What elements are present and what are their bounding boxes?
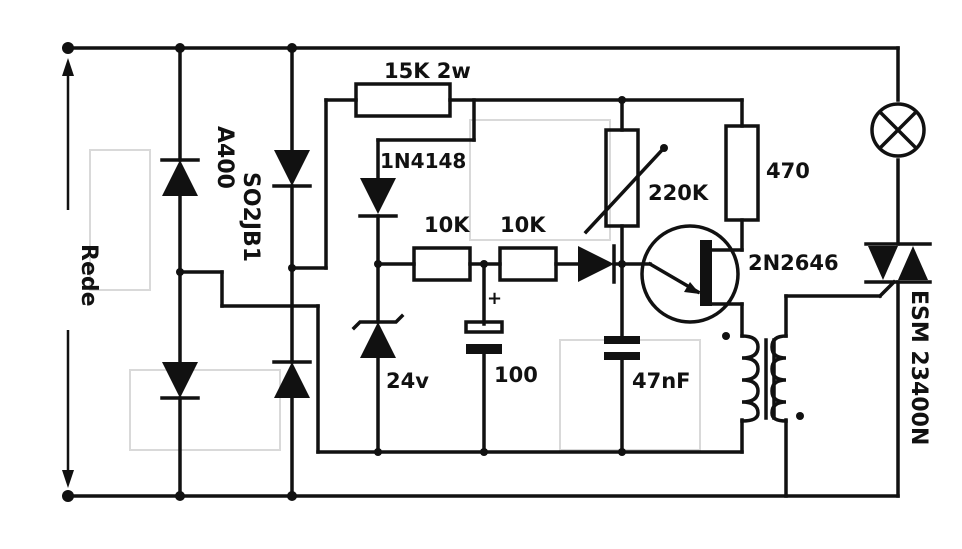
label-100: 100: [494, 363, 538, 387]
label-rede: Rede: [76, 244, 101, 307]
junction-dots: [62, 42, 804, 502]
resistor-10k-a: [412, 246, 472, 282]
resistor-15k: [354, 82, 452, 118]
label-24v: 24v: [386, 369, 429, 393]
capacitor-100: [464, 320, 504, 354]
label-470: 470: [766, 159, 810, 183]
label-10k-a: 10K: [424, 213, 470, 237]
label-15k-2w: 15K 2w: [384, 59, 471, 83]
triac: [864, 242, 932, 284]
resistor-10k-b: [498, 246, 558, 282]
diode-series: [578, 244, 616, 284]
diode-1n4148: [358, 178, 398, 218]
ujt-2n2646: [640, 224, 740, 324]
label-so2jb1: SO2JB1: [238, 172, 263, 262]
label-2n2646: 2N2646: [748, 251, 839, 275]
resistor-470: [724, 124, 760, 222]
pulse-transformer: [740, 334, 788, 423]
zener-diode: [351, 313, 405, 358]
bridge-diode-right-upper: [272, 150, 312, 188]
background-ghost: [89, 119, 701, 451]
pot-arrow: [583, 144, 668, 235]
label-47nf: 47nF: [632, 369, 691, 393]
bridge-diode-left-lower: [160, 362, 200, 400]
label-1n4148: 1N4148: [380, 149, 466, 173]
mains-arrows: [62, 58, 74, 488]
capacitor-47nf: [604, 336, 640, 360]
label-plus: +: [487, 288, 502, 309]
label-esm23400n: ESM 23400N: [906, 290, 931, 445]
label-10k-b: 10K: [500, 213, 546, 237]
label-a400: A400: [212, 126, 237, 189]
label-220k: 220K: [648, 181, 709, 205]
bridge-diode-left-upper: [160, 158, 200, 196]
bridge-diode-right-lower: [272, 360, 312, 398]
wiring: [66, 46, 900, 498]
lamp: [870, 102, 926, 158]
